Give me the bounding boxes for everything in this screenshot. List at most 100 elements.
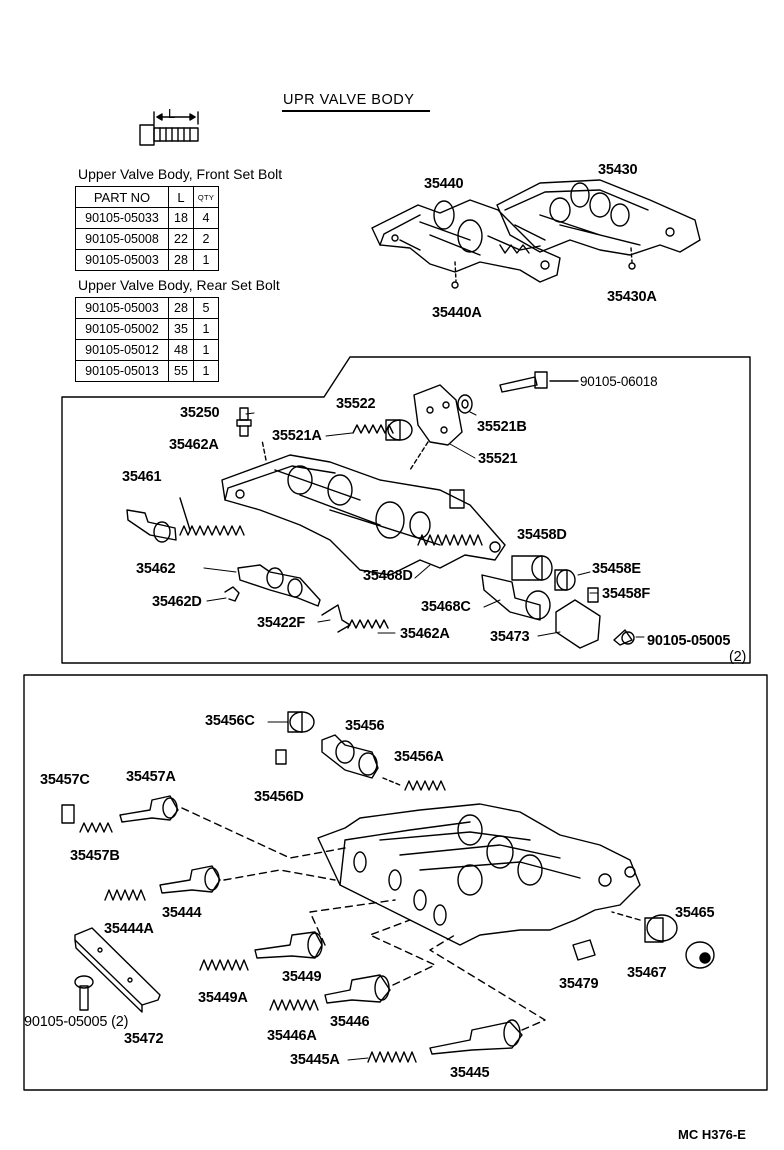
table-row: 90105-05013 55 1 <box>75 360 219 382</box>
leader-lines <box>203 411 645 1061</box>
callout-35462D: 35462D <box>152 594 202 610</box>
middle-valve-body <box>221 439 506 576</box>
callout-35467: 35467 <box>627 965 667 981</box>
lower-section-frame <box>23 674 768 1091</box>
callout-35458E: 35458E <box>592 561 641 577</box>
callout-90105-05005-bottom: 90105-05005 (2) <box>24 1014 129 1030</box>
callout-35456: 35456 <box>345 718 385 734</box>
bolt-90105-06018 <box>499 371 579 393</box>
callout-35444A: 35444A <box>104 921 154 937</box>
table-row: 90105-05002 35 1 <box>75 318 219 340</box>
parts-35446-group <box>269 919 436 1011</box>
callout-35522: 35522 <box>336 396 376 412</box>
middle-section-frame <box>61 356 751 664</box>
cell-qty: 2 <box>193 228 219 250</box>
header-length: L <box>168 186 194 208</box>
cell-length: 35 <box>168 318 194 340</box>
table-header-row: PART NO L QTY <box>75 186 219 208</box>
callout-35446: 35446 <box>330 1014 370 1030</box>
cell-length: 22 <box>168 228 194 250</box>
cell-qty: 1 <box>193 318 219 340</box>
cell-part-no: 90105-05002 <box>75 318 169 340</box>
callout-35444: 35444 <box>162 905 202 921</box>
front-bolt-table-caption: Upper Valve Body, Front Set Bolt <box>78 166 283 182</box>
callout-35465: 35465 <box>675 905 715 921</box>
cell-length: 48 <box>168 339 194 361</box>
cell-length: 55 <box>168 360 194 382</box>
parts-35521-group <box>352 384 473 471</box>
cell-part-no: 90105-05012 <box>75 339 169 361</box>
table-row: 90105-05003 28 1 <box>75 249 219 271</box>
front-bolt-table: PART NO L QTY 90105-05033 18 4 90105-050… <box>75 186 219 271</box>
callout-35430A: 35430A <box>607 289 657 305</box>
callout-35473: 35473 <box>490 629 530 645</box>
rear-bolt-table-caption: Upper Valve Body, Rear Set Bolt <box>78 277 280 293</box>
callout-90105-05005-top: 90105-05005 <box>647 633 731 649</box>
diagram-title: UPR VALVE BODY <box>283 92 415 108</box>
title-underline <box>282 110 430 112</box>
callout-35462A-top: 35462A <box>169 437 219 453</box>
callout-35472: 35472 <box>124 1031 164 1047</box>
callout-35457C: 35457C <box>40 772 90 788</box>
parts-35445-group <box>367 934 546 1063</box>
callout-35521: 35521 <box>478 451 518 467</box>
cell-part-no: 90105-05003 <box>75 249 169 271</box>
parts-35465-group <box>572 911 715 969</box>
callout-35461: 35461 <box>122 469 162 485</box>
callout-35456D: 35456D <box>254 789 304 805</box>
callout-35250: 35250 <box>180 405 220 421</box>
table-row: 90105-05033 18 4 <box>75 207 219 229</box>
callout-35458D: 35458D <box>517 527 567 543</box>
cell-part-no: 90105-05008 <box>75 228 169 250</box>
lower-valve-body <box>317 803 641 946</box>
cell-part-no: 90105-05033 <box>75 207 169 229</box>
cell-qty: 4 <box>193 207 219 229</box>
cell-qty: 1 <box>193 360 219 382</box>
valve-body-assembly-35440 <box>371 199 561 289</box>
rear-bolt-table: 90105-05003 28 5 90105-05002 35 1 90105-… <box>75 297 219 382</box>
callout-35468C: 35468C <box>421 599 471 615</box>
callout-35458F: 35458F <box>602 586 650 602</box>
cell-length: 28 <box>168 249 194 271</box>
callout-35521A: 35521A <box>272 428 322 444</box>
callout-35462A-bottom: 35462A <box>400 626 450 642</box>
drawing-code: MC H376-E <box>678 1127 746 1142</box>
parts-35456-group <box>275 711 446 791</box>
parts-35449-group <box>199 899 396 971</box>
callout-90105-06018: 90105-06018 <box>580 374 658 389</box>
part-35250 <box>236 407 252 437</box>
callout-35446A: 35446A <box>267 1028 317 1044</box>
callout-35422F: 35422F <box>257 615 305 631</box>
callout-90105-05005-top-qty: (2) <box>729 649 747 665</box>
callout-35468D: 35468D <box>363 568 413 584</box>
bolt-dimension-icon <box>139 111 199 146</box>
header-part-no: PART NO <box>75 186 169 208</box>
callout-35479: 35479 <box>559 976 599 992</box>
valve-body-assembly-35430 <box>496 179 701 270</box>
table-row: 90105-05012 48 1 <box>75 339 219 361</box>
parts-35444-group <box>104 865 336 901</box>
table-row: 90105-05003 28 5 <box>75 297 219 319</box>
callout-35440: 35440 <box>424 176 464 192</box>
callout-35521B: 35521B <box>477 419 527 435</box>
bolt-length-label: L <box>168 106 176 121</box>
callout-35462: 35462 <box>136 561 176 577</box>
cell-qty: 1 <box>193 339 219 361</box>
cell-part-no: 90105-05013 <box>75 360 169 382</box>
callout-35457B: 35457B <box>70 848 120 864</box>
callout-35456C: 35456C <box>205 713 255 729</box>
cell-length: 18 <box>168 207 194 229</box>
parts-35472-group <box>74 927 161 1013</box>
table-row: 90105-05008 22 2 <box>75 228 219 250</box>
callout-35445A: 35445A <box>290 1052 340 1068</box>
callout-35449A: 35449A <box>198 990 248 1006</box>
parts-35422F-group <box>321 604 389 633</box>
parts-35461-group <box>126 497 321 607</box>
parts-35457-group <box>61 795 346 859</box>
callout-35445: 35445 <box>450 1065 490 1081</box>
header-qty: QTY <box>193 186 219 208</box>
callout-35457A: 35457A <box>126 769 176 785</box>
cell-length: 28 <box>168 297 194 319</box>
parts-35468-group <box>417 534 635 649</box>
